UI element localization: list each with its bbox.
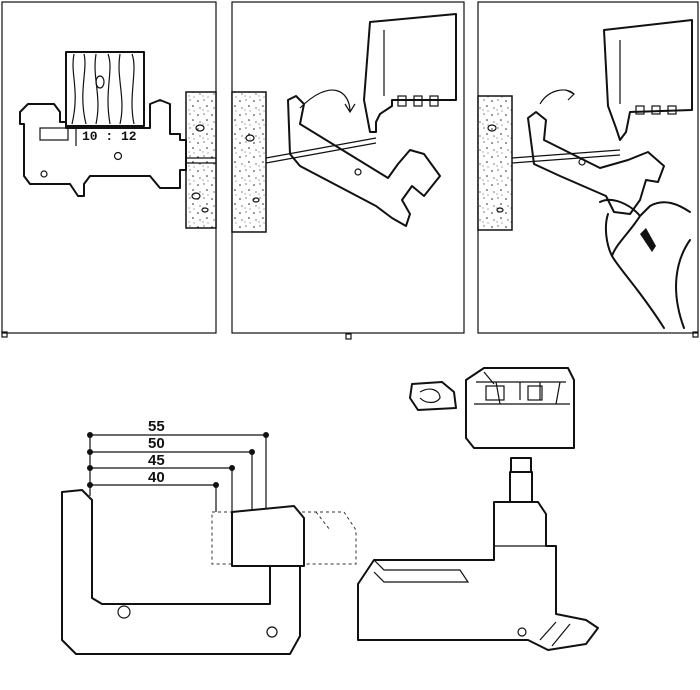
spring-clip [409, 381, 457, 411]
screw-hole [517, 627, 527, 637]
screw-hole [117, 605, 131, 619]
panel-1-adjust-depth: 10 : 12 [1, 1, 217, 334]
dimension-55: 55 [87, 418, 269, 512]
screw-hole [266, 626, 278, 638]
wall-section [231, 91, 267, 233]
dimension-label-45: 45 [148, 452, 165, 469]
wood-block [65, 51, 145, 127]
dimension-45: 45 [87, 452, 235, 512]
screw-hole [578, 158, 586, 166]
dimension-50: 50 [87, 435, 255, 512]
dimension-40: 40 [87, 469, 219, 512]
dimension-label-50: 50 [148, 435, 165, 452]
bracket-rotated [287, 95, 441, 227]
depth-range-label: 10 : 12 [82, 129, 137, 144]
window-frame-profile [363, 13, 457, 133]
cap-box [465, 367, 575, 449]
panel-2-mount-bracket [231, 1, 465, 334]
anchor-rail [265, 137, 377, 159]
bracket-body [19, 99, 187, 197]
wall-section [477, 95, 513, 231]
screw-hole [113, 151, 123, 161]
dimension-label-55: 55 [148, 418, 165, 435]
screw-hole [354, 168, 362, 176]
anchor-rail [511, 149, 621, 159]
bracket-base [357, 501, 599, 651]
bracket-clipped [527, 111, 665, 215]
position-outline-dashed [211, 511, 357, 565]
hand-pressing [599, 198, 691, 329]
panel-3-clip-frame [477, 1, 699, 334]
bracket-size-diagram: 55 50 45 40 [61, 418, 357, 655]
bracket-assembly-exploded [357, 367, 599, 651]
jaw-block [231, 505, 305, 567]
window-frame-profile [603, 19, 693, 141]
wall-section [185, 91, 217, 229]
dimension-label-40: 40 [148, 469, 165, 486]
